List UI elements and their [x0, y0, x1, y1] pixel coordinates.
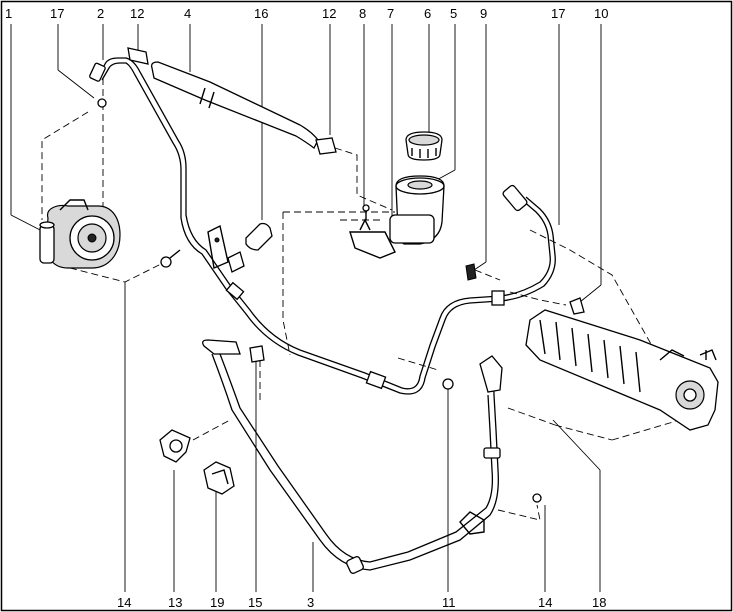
fluid-reservoir: [349, 131, 445, 259]
clip-15: [249, 345, 265, 363]
callout-9: 9: [480, 6, 487, 21]
callout-13: 13: [168, 595, 182, 610]
leader-lines: [10, 24, 602, 592]
callout-19: 19: [210, 595, 224, 610]
callout-11: 11: [442, 595, 456, 610]
callout-15: 15: [248, 595, 262, 610]
o-ring-17: [97, 98, 107, 108]
reservoir-bracket: [349, 231, 396, 259]
small-fasteners: [465, 263, 585, 315]
bolt-11: [442, 378, 454, 390]
callout-1: 1: [5, 6, 12, 21]
callout-12-left: 12: [130, 6, 144, 21]
callout-8: 8: [359, 6, 366, 21]
callout-14-right: 14: [538, 595, 552, 610]
callout-18: 18: [592, 595, 606, 610]
hose-clamps: [159, 429, 235, 495]
callout-17-right: 17: [551, 6, 565, 21]
return-hose: [127, 47, 337, 155]
clamp-19: [203, 461, 235, 495]
callout-14-left: 14: [117, 595, 131, 610]
power-steering-pump: [39, 98, 121, 269]
clamp-12-left: [127, 47, 149, 65]
high-pressure-pipe: [89, 57, 556, 395]
clamp-12-right: [315, 137, 337, 155]
callout-3: 3: [307, 595, 314, 610]
callout-7: 7: [387, 6, 394, 21]
top-callouts: 1 17 2 12 4 16 12 8 7 6 5 9 17 10: [5, 6, 608, 21]
callout-16: 16: [254, 6, 268, 21]
bottom-callouts: 14 13 19 15 3 11 14 18: [117, 595, 606, 610]
clip-14-right: [532, 493, 542, 503]
callout-5: 5: [450, 6, 457, 21]
callout-6: 6: [424, 6, 431, 21]
callout-2: 2: [97, 6, 104, 21]
steering-rack: [525, 309, 719, 431]
callout-12-right: 12: [322, 6, 336, 21]
low-pressure-hose: [202, 339, 542, 574]
pressure-switch: [160, 222, 273, 273]
callout-4: 4: [184, 6, 191, 21]
callout-10: 10: [594, 6, 608, 21]
callout-17-left: 17: [50, 6, 64, 21]
